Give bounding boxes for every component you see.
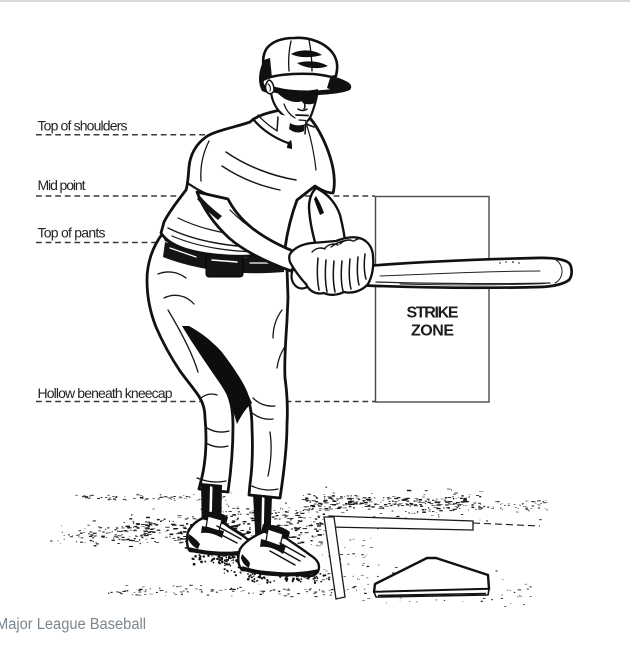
- svg-text:Mid point: Mid point: [38, 177, 86, 193]
- svg-text:Hollow beneath kneecap: Hollow beneath kneecap: [38, 385, 173, 401]
- svg-text:ZONE: ZONE: [411, 323, 454, 340]
- svg-text:STRIKE: STRIKE: [407, 305, 459, 322]
- svg-text:Top of shoulders: Top of shoulders: [38, 118, 128, 134]
- svg-text:Major League Baseball: Major League Baseball: [0, 616, 146, 633]
- svg-text:Top of pants: Top of pants: [38, 224, 106, 240]
